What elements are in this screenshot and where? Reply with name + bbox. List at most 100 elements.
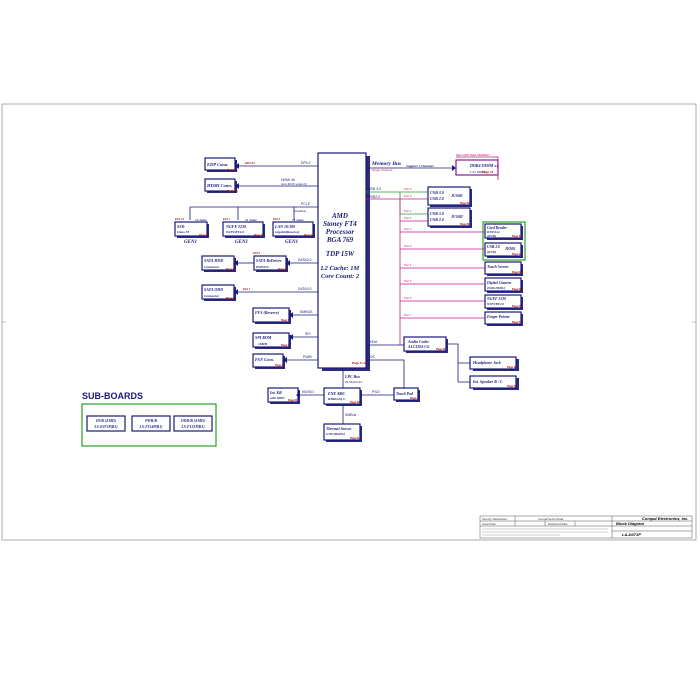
title-deciphered: Deciphered Date: [548, 522, 568, 526]
card-reader-label: Card Reader: [487, 226, 507, 230]
spi-rom-label: SPI ROM: [255, 335, 272, 340]
thermal-page: Page 31: [350, 437, 360, 440]
pcie-label: PCI-E: [301, 202, 311, 206]
headphone-block[interactable]: Headphone Jack Page 30: [469, 356, 519, 371]
usb-port-5: Port 5: [404, 279, 412, 283]
usb-port-2: Port 2: [404, 227, 412, 231]
memory-bus-label: Memory Bus: [371, 161, 401, 167]
kbc-label: ENE KBC: [327, 391, 346, 396]
touch-screen-block[interactable]: Touch Screen Page 26: [484, 261, 523, 276]
cpu-l2: L2 Cache: 1M: [320, 265, 360, 272]
touchpad-block[interactable]: Touch Pad Page 31: [393, 387, 420, 402]
lan-note: Gbe(Res): [294, 209, 306, 213]
ngff-right-label: NGFF 2230: [486, 297, 506, 301]
edp-page: Page 26: [227, 168, 238, 172]
cpu-line1: AMD: [331, 212, 348, 220]
ffs-label: FFS (Reserve): [255, 310, 280, 315]
jusb2-block[interactable]: USB 3.0 USB 2.0 JUSB2 Page 33: [427, 207, 472, 228]
spi-rom-block[interactable]: SPI ROM 16MB Page 6: [252, 332, 291, 349]
camera-block[interactable]: Digital Camera (With DMIC) Page 26: [484, 277, 523, 293]
sata-hdd-port: Port 0: [253, 252, 261, 255]
sub-board-3-b: LS-F122P(R1): [180, 425, 205, 429]
speaker-block[interactable]: Int. Speaker R / L Page 30: [469, 375, 519, 390]
edp-port: DP0.2: [301, 161, 311, 165]
title-sec1: Security Classification: [482, 517, 508, 521]
edp-bus: DP0 X2: [244, 161, 255, 165]
usb-iob-block[interactable]: USB 2.0 (IO/B) JIOB1 Page 33: [484, 242, 523, 258]
lan-sub: Gigabit(Reserve): [275, 230, 299, 234]
jusb1-b: USB 2.0: [430, 196, 444, 201]
hdmi-block[interactable]: HDMI Conn. Page 26: [204, 178, 238, 193]
sub-board-2[interactable]: PWR/B LS-F114P(R1): [131, 415, 171, 432]
usb-port-0a: Port 0: [404, 187, 412, 191]
sata-hdd-block[interactable]: SATA HDD Connector Page 27: [201, 255, 236, 272]
card-reader-block[interactable]: Card Reader RTS5144 (IO/B) Page 34: [484, 223, 523, 240]
sata-hdd-sub: Connector: [204, 265, 220, 269]
ngff-left-block[interactable]: NGFF 2230 WIFI/BT4.0 Page 25: [222, 221, 265, 238]
touch-screen-page: Page 26: [512, 271, 522, 274]
sub-board-1-a: IO/B (AMD): [95, 419, 117, 423]
memory-max-rate: Max DDR Rate 1866MHz: [456, 153, 490, 157]
audio-codec-block[interactable]: Audio Codec ALC3204-CG Page 30: [403, 336, 448, 353]
ffs-block[interactable]: FFS (Reserve) Page 31: [252, 307, 291, 324]
jusb1-a: USB 3.0: [430, 190, 444, 195]
usb-port-1b: Port 1: [404, 216, 412, 220]
usb-iob-page: Page 33: [512, 253, 522, 256]
cpu-page: Page 5~12: [352, 361, 367, 365]
sata-hdd-label: SATA HDD: [204, 258, 223, 263]
ssd-block[interactable]: SSD Class 35 Page 29: [174, 221, 209, 238]
ngff-left-port: Port 1: [223, 218, 231, 221]
sata-odd-block[interactable]: SATA ODD Connector Page 27: [201, 284, 236, 301]
fan-bus: PWM: [303, 355, 312, 359]
ngff-right-block[interactable]: NGFF 2230 WIFI/BT4.0 Page 25: [484, 294, 523, 310]
ps2-label: PS/2: [372, 390, 380, 394]
title-doc: LA-D071P: [622, 532, 641, 537]
spi-rom-sub: 16MB: [258, 342, 268, 346]
hdmi-page: Page 26: [227, 189, 238, 193]
finger-printer-label: Finger Printer: [487, 315, 510, 319]
sub-board-1[interactable]: IO/B (AMD) LS-E071P(R1): [86, 415, 126, 432]
title-block: Security Classification Compal Secret Da…: [479, 515, 693, 539]
edp-label: EDP Conn.: [206, 162, 228, 167]
finger-printer-block[interactable]: Finger Printer Page 34: [484, 311, 523, 326]
fan-page: Page 31: [275, 364, 285, 367]
touchpad-page: Page 31: [410, 397, 420, 400]
kbc-block[interactable]: ENE KBC KB9022Q C Page 29: [323, 387, 362, 406]
edp-block[interactable]: EDP Conn. Page 26: [204, 157, 238, 172]
lan-block[interactable]: LAN 10/100 Gigabit(Reserve) Page 24: [272, 221, 315, 238]
card-reader-sub: RTS5144: [487, 230, 500, 234]
jusb1-block[interactable]: USB 3.0 USB 2.0 JUSB1 Page 33: [427, 186, 472, 207]
title-title: Block Diagram: [616, 521, 644, 526]
cpu-line3: Processor: [326, 228, 355, 236]
thermal-sensor-block[interactable]: Thermal Sensor G781(RoHS) Page 31: [323, 423, 362, 442]
dimm-block[interactable]: DDR4-DIMM x1 1.2V DDR4 Page 15: [455, 159, 499, 176]
fan-label: FAN Conn.: [255, 357, 274, 362]
usb20-title: USB2.0: [368, 195, 380, 199]
sub-board-3[interactable]: ODD/B (AMD) LS-F122P(R1): [173, 415, 213, 432]
fan-block[interactable]: FAN Conn. Page 31: [252, 353, 285, 369]
jusb2-page: Page 33: [460, 223, 470, 226]
int-kb-block[interactable]: Int. KB with 60HZ Page 31: [267, 387, 300, 404]
sub-boards-title: SUB-BOARDS: [82, 391, 143, 401]
speaker-page: Page 30: [507, 385, 517, 388]
usb-port-4: Port 4: [404, 263, 412, 267]
sub-board-3-a: ODD/B (AMD): [181, 419, 206, 423]
kbc-sub: KB9022Q C: [327, 397, 346, 401]
card-reader-sub2: (IO/B): [487, 234, 496, 238]
smbus-label: SMBus: [345, 413, 357, 417]
i2c-label: I2C: [370, 355, 376, 359]
ssd-gen: GEN1: [184, 240, 197, 245]
cpu-block[interactable]: AMD Stoney FT4 Processor BGA 769 TDP 15W…: [317, 152, 370, 371]
thermal-label: Thermal Sensor: [326, 427, 352, 431]
kbsio-label: KB/SIO: [302, 390, 314, 394]
ngff-left-gen: GEN1: [235, 240, 248, 245]
redriver-page: Page 27: [278, 268, 288, 271]
lpc-label: LPC Bus: [344, 374, 360, 379]
ssd-label: SSD: [177, 224, 184, 229]
redriver-block[interactable]: SATA ReDriver PS8527C Page 27: [253, 255, 288, 272]
int-kb-page: Page 31: [288, 399, 298, 402]
cpu-line2: Stoney FT4: [323, 220, 357, 228]
sub-board-1-b: LS-E071P(R1): [93, 425, 118, 429]
camera-page: Page 26: [512, 288, 522, 291]
ngff-right-sub: WIFI/BT4.0: [487, 302, 504, 306]
